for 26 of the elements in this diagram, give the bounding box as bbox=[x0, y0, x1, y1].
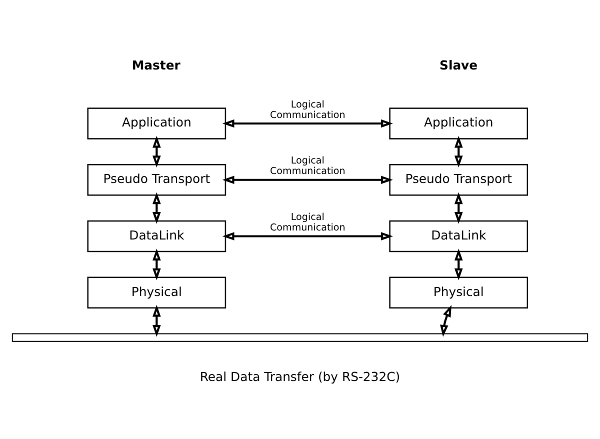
arrow bbox=[222, 232, 393, 240]
arrow bbox=[152, 304, 161, 336]
arrow bbox=[222, 118, 393, 128]
arrow bbox=[222, 175, 393, 184]
arrow bbox=[454, 135, 463, 167]
label: Master bbox=[132, 56, 180, 72]
node-box: DataLink bbox=[389, 220, 528, 252]
node-box: Physical bbox=[389, 276, 528, 308]
node-box: Physical bbox=[87, 276, 226, 308]
edge-label: Logical Communication bbox=[270, 155, 346, 177]
arrow bbox=[152, 192, 161, 224]
node-box: Pseudo Transport bbox=[389, 163, 528, 196]
node-box: Pseudo Transport bbox=[87, 163, 226, 196]
arrow bbox=[454, 248, 463, 280]
node-box: Application bbox=[87, 107, 226, 139]
arrow bbox=[440, 304, 452, 336]
edge-label: Logical Communication bbox=[270, 212, 346, 234]
node-label: Real Data Transfer (by RS-232C) bbox=[200, 368, 400, 384]
label: Slave bbox=[440, 56, 478, 72]
arrow bbox=[152, 135, 161, 167]
node-box: DataLink bbox=[87, 220, 226, 252]
node-bar bbox=[12, 332, 588, 342]
node-box: Application bbox=[389, 107, 528, 139]
edge-label: Logical Communication bbox=[270, 98, 346, 120]
arrow bbox=[454, 192, 463, 224]
arrow bbox=[152, 248, 161, 280]
